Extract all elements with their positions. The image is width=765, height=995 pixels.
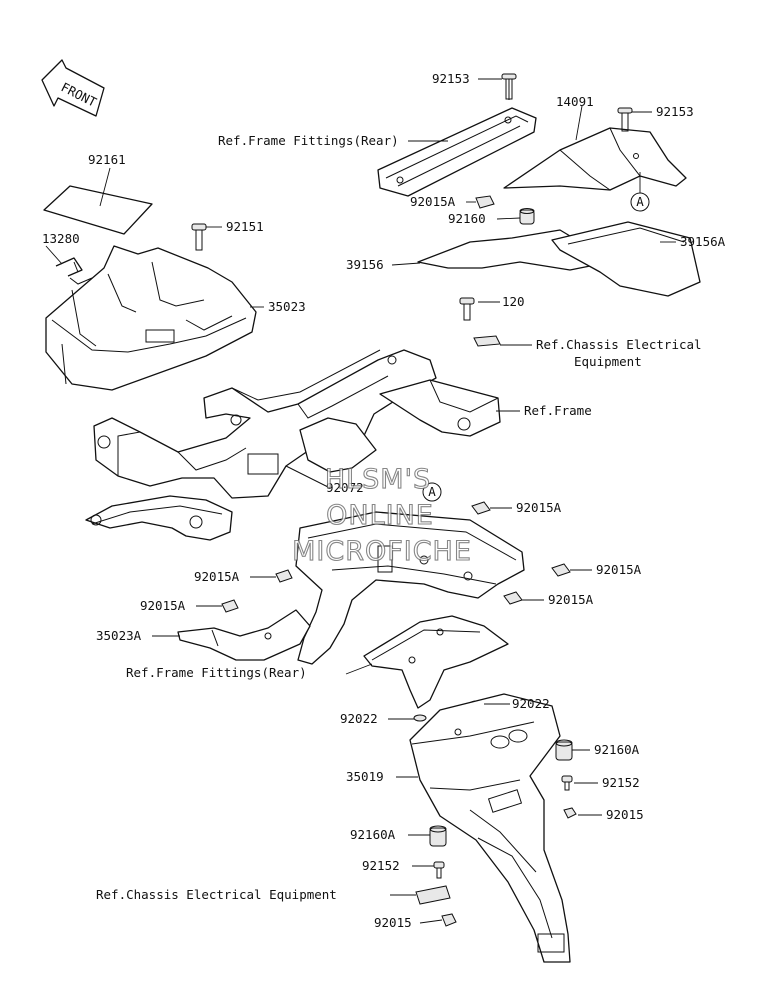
label-14091: 14091: [556, 94, 594, 109]
watermark-line3: MICROFICHE: [292, 536, 472, 567]
watermark: HLSM'S ONLINE MICROFICHE: [292, 463, 472, 567]
tail-cover-14091: [503, 127, 687, 191]
inner-fender-assembly: [295, 511, 525, 665]
hardware-left-stack: [415, 825, 457, 927]
label-39156: 39156: [346, 257, 384, 272]
label-92015-b: 92015: [374, 915, 412, 930]
leader-lines: [45, 78, 676, 924]
label-92022-b: 92022: [512, 696, 550, 711]
callout-a-top: A: [630, 172, 650, 212]
bolt-92153-right: [617, 107, 633, 132]
battery-case-35023: [45, 245, 257, 391]
label-92015-a: 92015: [606, 807, 644, 822]
bolt-120: [459, 297, 501, 347]
label-ref-chassis-line1: Ref.Chassis Electrical: [536, 337, 702, 352]
label-ref-chassis-bottom: Ref.Chassis Electrical Equipment: [96, 887, 337, 902]
label-92160A-b: 92160A: [350, 827, 396, 842]
label-92022-a: 92022: [340, 711, 378, 726]
label-ref-chassis-line2: Equipment: [574, 354, 642, 369]
rear-frame-assembly: [85, 349, 501, 541]
label-92015A-a: 92015A: [410, 194, 456, 209]
guard-35023A: [177, 609, 311, 661]
label-ref-frame-fittings-rear-top: Ref.Frame Fittings(Rear): [218, 133, 399, 148]
label-92153-top: 92153: [432, 71, 470, 86]
label-92160: 92160: [448, 211, 486, 226]
label-92153-right: 92153: [656, 104, 694, 119]
label-92015A-e: 92015A: [194, 569, 240, 584]
label-ref-frame: Ref.Frame: [524, 403, 592, 418]
bracket-13280: [55, 257, 93, 285]
label-35023A: 35023A: [96, 628, 142, 643]
pad-92161: [43, 185, 153, 235]
label-92015A-b: 92015A: [516, 500, 562, 515]
label-92015A-c: 92015A: [596, 562, 642, 577]
nut-92015A-top: [475, 195, 495, 209]
front-arrow-icon: FRONT: [41, 59, 105, 117]
label-39156A: 39156A: [680, 234, 726, 249]
rubber-plate-39156A: [551, 221, 701, 297]
watermark-line1: HLSM'S: [325, 464, 431, 495]
rear-frame-rail-part: [377, 107, 537, 197]
label-92151: 92151: [226, 219, 264, 234]
bolt-92151: [191, 223, 207, 251]
nuts-92015A-left: [221, 569, 293, 613]
watermark-line2: ONLINE: [326, 500, 434, 531]
callout-a-mid: A: [422, 482, 442, 502]
callout-a-top-text: A: [636, 194, 644, 209]
bolt-92153-top: [501, 73, 517, 100]
label-35023: 35023: [268, 299, 306, 314]
flap-bracket: [363, 615, 509, 709]
label-ref-frame-fittings-rear-mid: Ref.Frame Fittings(Rear): [126, 665, 307, 680]
damper-92160: [519, 208, 535, 225]
label-92015A-f: 92015A: [140, 598, 186, 613]
rear-fender-35019: [409, 693, 571, 963]
label-92160A-a: 92160A: [594, 742, 640, 757]
label-92152-a: 92152: [602, 775, 640, 790]
part-labels: 92153 14091 92153 Ref.Frame Fittings(Rea…: [42, 71, 726, 930]
label-92015A-d: 92015A: [548, 592, 594, 607]
hardware-right-stack: [555, 739, 577, 819]
label-13280: 13280: [42, 231, 80, 246]
label-92161: 92161: [88, 152, 126, 167]
label-35019: 35019: [346, 769, 384, 784]
label-120: 120: [502, 294, 525, 309]
label-92072: 92072: [326, 480, 364, 495]
nuts-92015A-right: [471, 501, 571, 605]
callout-a-mid-text: A: [428, 484, 436, 499]
label-92152-b: 92152: [362, 858, 400, 873]
